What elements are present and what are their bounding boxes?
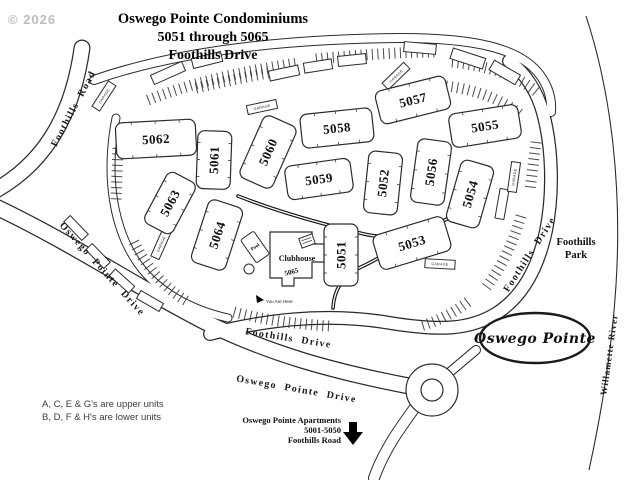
willamette-river-label: Willamette River bbox=[598, 313, 619, 396]
building-5056: 5056 bbox=[410, 138, 452, 206]
oswego-pointe-logo: Oswego Pointe bbox=[474, 311, 596, 365]
map-title-line1: Oswego Pointe Condominiums bbox=[118, 11, 308, 27]
garage: GARAGE bbox=[506, 160, 522, 194]
garage-label: GARAGE bbox=[253, 104, 271, 112]
building-5060: 5060 bbox=[239, 115, 297, 189]
map-title-line3: Foothills Drive bbox=[168, 48, 257, 63]
apartments-line2: 5001-5050 bbox=[304, 425, 341, 435]
map-title-line2: 5051 through 5065 bbox=[158, 30, 269, 45]
down-arrow-icon bbox=[343, 422, 363, 445]
building-5052: 5052 bbox=[362, 150, 404, 216]
apartments-line1: Oswego Pointe Apartments bbox=[242, 415, 341, 425]
building-number: 5051 bbox=[334, 241, 349, 269]
building-number: 5056 bbox=[422, 157, 441, 187]
spa-circle bbox=[243, 263, 255, 275]
building-number: 5054 bbox=[459, 178, 481, 209]
willamette-river-line bbox=[585, 15, 619, 471]
building-5051: 5051 bbox=[323, 223, 359, 287]
garage-label: GARAGE bbox=[431, 262, 449, 267]
building-number: 5055 bbox=[470, 116, 500, 135]
building-5062: 5062 bbox=[114, 118, 198, 160]
building-number: 5061 bbox=[206, 146, 222, 175]
building-5064: 5064 bbox=[190, 199, 244, 271]
title-block: Oswego Pointe Condominiums 5051 through … bbox=[118, 11, 308, 63]
you-are-here-label: You Are Here bbox=[266, 299, 293, 304]
foothills-park-label-line2: Park bbox=[565, 250, 587, 261]
apartments-line3: Foothills Road bbox=[288, 435, 341, 445]
apartments-sign: Oswego Pointe Apartments 5001-5050 Footh… bbox=[242, 415, 363, 445]
clubhouse-label: Clubhouse bbox=[279, 254, 316, 263]
foothills-park-label-line1: Foothills bbox=[556, 237, 595, 248]
building-5058: 5058 bbox=[299, 107, 375, 149]
clubhouse-number: 5065 bbox=[284, 266, 300, 277]
legend-line2: B, D, F & H's are lower units bbox=[42, 412, 161, 423]
buildings: 5062 5061 5060 5058 5057 5055 bbox=[114, 75, 522, 287]
copyright-watermark: © 2026 bbox=[8, 12, 56, 27]
building-number: 5062 bbox=[142, 131, 171, 147]
garage-label: GARAGE bbox=[511, 168, 517, 186]
building-number: 5057 bbox=[398, 89, 429, 110]
building-number: 5059 bbox=[304, 170, 334, 189]
garage-label: GARAGE bbox=[156, 235, 167, 253]
building-5053: 5053 bbox=[372, 216, 452, 270]
garage: GARAGE bbox=[424, 258, 456, 270]
legend-line1: A, C, E & G's are upper units bbox=[42, 399, 164, 410]
garages: GARAGE GARAGE GARAGE GARAGE GARAGE GARAG… bbox=[91, 61, 522, 270]
building-5057: 5057 bbox=[374, 75, 452, 125]
building-5054: 5054 bbox=[445, 159, 495, 229]
building-5055: 5055 bbox=[448, 104, 522, 148]
you-are-here-arrow-icon bbox=[256, 295, 264, 303]
building-5063: 5063 bbox=[144, 171, 196, 235]
building-5061: 5061 bbox=[195, 130, 233, 190]
oswego-pointe-drive-west-label: Oswego Pointe Drive bbox=[57, 220, 147, 318]
road-network bbox=[0, 32, 558, 480]
garage: GARAGE bbox=[245, 98, 279, 116]
garage: GARAGE bbox=[91, 80, 117, 112]
clubhouse-area: Pool Clubhouse 5065 You Are Here bbox=[240, 231, 325, 304]
building-5059: 5059 bbox=[284, 157, 354, 201]
pool-label: Pool bbox=[250, 243, 261, 253]
logo-text: Oswego Pointe bbox=[474, 331, 596, 347]
building-number: 5052 bbox=[374, 168, 392, 197]
units-legend: A, C, E & G's are upper units B, D, F & … bbox=[42, 399, 164, 423]
pool: Pool bbox=[240, 231, 270, 263]
carports bbox=[63, 41, 522, 313]
leasing-sign bbox=[298, 233, 316, 249]
building-number: 5058 bbox=[322, 119, 351, 137]
roundabout bbox=[405, 363, 459, 417]
garage: GARAGE bbox=[381, 61, 411, 91]
